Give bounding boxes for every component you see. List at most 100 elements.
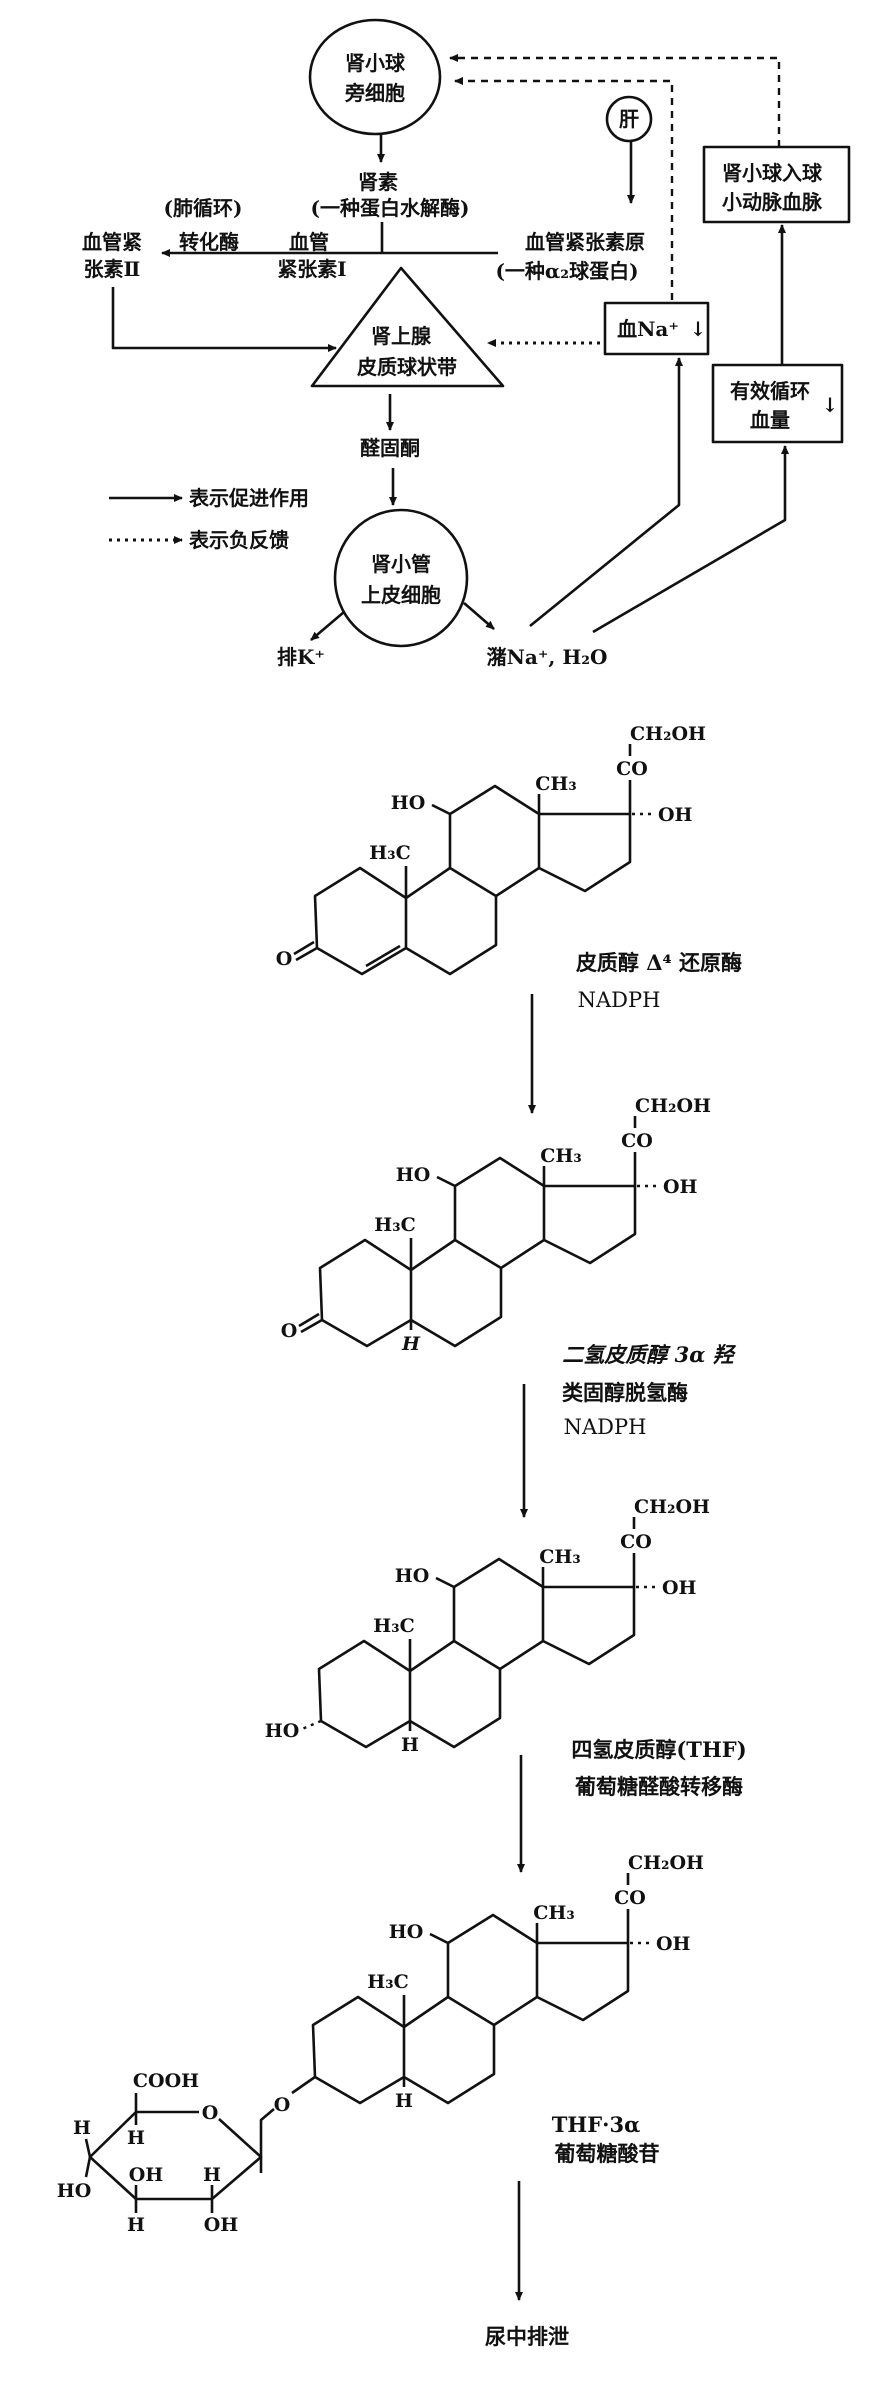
retain-na-label: 潴Na⁺, H₂O	[487, 645, 608, 669]
h3c-label: H₃C	[373, 1615, 414, 1637]
liver-label: 肝	[619, 107, 639, 131]
co-label: CO	[614, 1887, 646, 1909]
arrow-to-retain-na	[463, 602, 495, 630]
ho-label: HO	[389, 1921, 424, 1943]
cortisol-structure: O H₃C HO CH₃ CO CH₂OH OH	[276, 723, 706, 976]
h5-label: H	[401, 1333, 421, 1355]
legend-dotted-label: 表示负反馈	[189, 528, 289, 552]
h-c3-label: H	[127, 2214, 145, 2236]
volume-trend: ↓	[822, 393, 839, 417]
arrow-to-excrete-k	[310, 611, 345, 641]
ho-label: HO	[391, 792, 426, 814]
volume-label-2: 血量	[750, 408, 790, 432]
glycoside-link	[259, 2108, 275, 2173]
circulating-volume-box	[711, 363, 844, 444]
step1-cofactor: NADPH	[578, 988, 661, 1012]
ho3-label: HO	[265, 1720, 300, 1742]
step2-enzyme: 类固醇脱氢酶	[562, 1380, 688, 1405]
tubule-label-1: 肾小管	[371, 552, 431, 576]
cooh-label: COOH	[133, 2070, 199, 2092]
ho-label: HO	[396, 1164, 431, 1186]
ketone-o: O	[276, 948, 293, 970]
blood-na-label: 血Na⁺	[617, 317, 679, 341]
step1-enzyme: 皮质醇 Δ⁴ 还原酶	[576, 950, 742, 975]
angiotensin-ii-label-2: 张素Ⅱ	[84, 257, 141, 281]
ch2oh-label: CH₂OH	[628, 1852, 704, 1874]
oh-label: OH	[658, 804, 693, 826]
ho-c4-label: HO	[57, 2180, 92, 2202]
adrenal-zona-glomerulosa-node	[310, 266, 505, 388]
raas-diagram: 肾小球 旁细胞 肾素 (一种蛋白水解酶) 肝 (肺循环) 血管紧 张素Ⅱ 转化酶…	[82, 18, 851, 669]
co-label: CO	[620, 1531, 652, 1553]
ch3-label: CH₃	[539, 1546, 580, 1568]
dihydrocortisol-structure: O H H₃C HO CH₃ CO CH₂OH OH	[281, 1095, 711, 1355]
glycoside-bonds	[291, 2075, 406, 2095]
ch2oh-label: CH₂OH	[630, 723, 706, 745]
blood-na-trend: ↓	[690, 317, 707, 341]
ring-o: O	[202, 2102, 219, 2124]
juxtaglomerular-cell-node	[308, 18, 442, 136]
arrow-retain-to-blood-na	[529, 357, 683, 628]
h3c-label: H₃C	[374, 1214, 415, 1236]
co-label: CO	[621, 1130, 653, 1152]
tubule-label-2: 上皮细胞	[361, 583, 441, 607]
ho-3alpha-bond	[301, 1719, 322, 1731]
step4-product-2: 葡萄糖酸苷	[554, 2141, 660, 2166]
ch2oh-label: CH₂OH	[635, 1095, 711, 1117]
glucuronide-ring	[88, 2110, 263, 2201]
adrenal-label-2: 皮质球状带	[357, 355, 457, 379]
angiotensinogen-desc: (一种α₂球蛋白)	[495, 259, 638, 283]
juxtaglomerular-label-2: 旁细胞	[344, 81, 405, 105]
oh-c3-label: OH	[129, 2164, 164, 2186]
ch3-label: CH₃	[533, 1902, 574, 1924]
angiotensin-i-label-2: 紧张素Ⅰ	[277, 257, 346, 281]
ch2oh-label: CH₂OH	[634, 1496, 710, 1518]
dihydrocortisol-bonds	[298, 1312, 413, 1334]
h3c-label: H₃C	[369, 842, 410, 864]
angiotensinogen-label: 血管紧张素原	[525, 230, 645, 254]
arrow-retain-to-volume	[592, 445, 789, 634]
ketone-o: O	[281, 1320, 298, 1342]
angiotensin-ii-label-1: 血管紧	[82, 230, 142, 254]
legend-solid-label: 表示促进作用	[189, 486, 309, 510]
h-c5-label: H	[127, 2127, 145, 2149]
pulmonary-label: (肺循环)	[164, 196, 243, 220]
step3-product: 四氢皮质醇(THF)	[571, 1737, 746, 1762]
h5-label: H	[395, 2090, 413, 2112]
oh-label: OH	[662, 1577, 697, 1599]
thf-structure: HO H H₃C HO CH₃ CO CH₂OH OH	[265, 1496, 710, 1756]
afferent-label-2: 小动脉血脉	[722, 190, 823, 214]
cortisol-double-bonds	[293, 940, 401, 968]
step3-enzyme: 葡萄糖醛酸转移酶	[574, 1774, 743, 1799]
co-label: CO	[616, 758, 648, 780]
oh-label: OH	[663, 1176, 698, 1198]
tubule-cell-node	[333, 508, 469, 648]
blood-na-box	[603, 301, 710, 356]
afferent-label-1: 肾小球入球	[722, 161, 823, 185]
feedback-afferent-to-jg-cell	[449, 54, 781, 147]
arrow-angiotensin-ii-to-adrenal	[111, 287, 337, 352]
h-c4-label: H	[73, 2117, 91, 2139]
ch3-label: CH₃	[540, 1145, 581, 1167]
step4-product: THF·3α	[552, 2112, 640, 2137]
oh-label: OH	[656, 1933, 691, 1955]
glycoside-o: O	[274, 2094, 291, 2116]
ho-label: HO	[395, 1565, 430, 1587]
volume-label-1: 有效循环	[730, 379, 810, 403]
converting-enzyme-label: 转化酶	[179, 230, 239, 254]
afferent-arteriole-box	[702, 145, 851, 224]
juxtaglomerular-label-1: 肾小球	[345, 51, 406, 75]
final-excretion-label: 尿中排泄	[485, 2324, 569, 2349]
ring-substituent-bonds	[84, 2093, 214, 2213]
renin-label: 肾素	[358, 170, 398, 194]
step2-cofactor: NADPH	[564, 1415, 647, 1439]
h5-label: H	[401, 1734, 419, 1756]
oh-c2-label: OH	[204, 2214, 239, 2236]
angiotensin-i-label-1: 血管	[289, 230, 329, 254]
liver-node	[605, 95, 653, 143]
adrenal-label-1: 肾上腺	[371, 324, 432, 348]
h-c2-label: H	[203, 2164, 221, 2186]
step2-product: 二氢皮质醇 3α 羟	[562, 1342, 736, 1367]
h3c-label: H₃C	[367, 1971, 408, 1993]
